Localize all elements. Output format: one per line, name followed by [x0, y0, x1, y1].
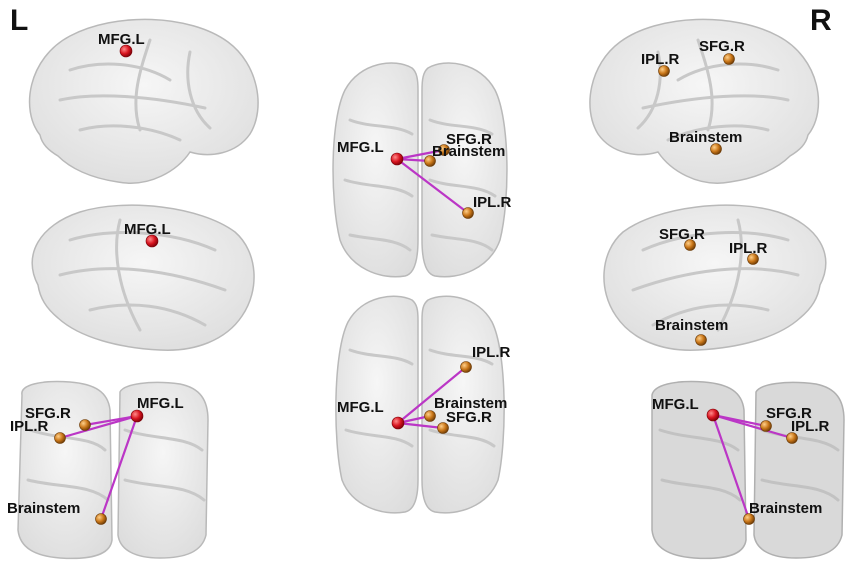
- label-right-lateral-brainstem: Brainstem: [669, 129, 742, 146]
- node-ventral-brainstem: [424, 410, 436, 422]
- label-right-medial-sfg-r: SFG.R: [659, 226, 705, 243]
- node-right-lateral-ipl-r: [658, 65, 670, 77]
- label-left-lateral-mfg-l: MFG.L: [98, 31, 145, 48]
- right-hemisphere-label: R: [810, 4, 832, 37]
- label-posterior-right-ipl-r: IPL.R: [791, 418, 830, 435]
- node-dorsal-sfg-r: [438, 144, 450, 156]
- edge-posterior-right-mfg-l-ipl-r: [711, 413, 794, 440]
- edge-dorsal-mfg-l-ipl-r: [395, 157, 470, 215]
- node-right-medial-sfg-r: [684, 239, 696, 251]
- label-right-medial-brainstem: Brainstem: [655, 317, 728, 334]
- brain-dorsal: [332, 62, 508, 278]
- label-posterior-right-sfg-r: SFG.R: [766, 405, 812, 422]
- node-posterior-left-sfg-r: [79, 419, 91, 431]
- label-right-medial-ipl-r: IPL.R: [729, 240, 768, 257]
- label-left-medial-mfg-l: MFG.L: [124, 221, 171, 238]
- label-ventral-brainstem: Brainstem: [434, 395, 507, 412]
- node-right-medial-ipl-r: [747, 253, 759, 265]
- label-ventral-ipl-r: IPL.R: [472, 344, 511, 361]
- brain-ventral: [335, 295, 505, 514]
- node-posterior-right-ipl-r: [786, 432, 798, 444]
- node-posterior-right-mfg-l: [706, 408, 720, 422]
- node-posterior-left-ipl-r: [54, 432, 66, 444]
- brain-posterior-right: [651, 380, 845, 560]
- node-dorsal-ipl-r: [462, 207, 474, 219]
- label-dorsal-mfg-l: MFG.L: [337, 139, 384, 156]
- label-dorsal-brainstem: Brainstem: [432, 143, 505, 160]
- label-ventral-sfg-r: SFG.R: [446, 409, 492, 426]
- node-right-lateral-brainstem: [710, 143, 722, 155]
- nodes-layer: [54, 44, 798, 525]
- brain-left-lateral: [28, 18, 259, 184]
- brain-right-medial: [603, 204, 827, 351]
- label-dorsal-sfg-r: SFG.R: [446, 131, 492, 148]
- node-left-lateral-mfg-l: [119, 44, 133, 58]
- edge-posterior-left-mfg-l-ipl-r: [58, 414, 139, 440]
- label-posterior-left-brainstem: Brainstem: [7, 500, 80, 517]
- label-posterior-right-brainstem: Brainstem: [749, 500, 822, 517]
- label-dorsal-ipl-r: IPL.R: [473, 194, 512, 211]
- edge-ventral-mfg-l-ipl-r: [396, 365, 468, 425]
- edge-posterior-right-mfg-l-brainstem: [711, 413, 751, 521]
- node-ventral-ipl-r: [460, 361, 472, 373]
- node-posterior-left-mfg-l: [130, 409, 144, 423]
- edge-posterior-left-mfg-l-brainstem: [99, 414, 139, 521]
- brain-left-medial: [31, 204, 255, 351]
- edge-dorsal-mfg-l-sfg-r: [395, 148, 446, 161]
- node-left-medial-mfg-l: [145, 234, 159, 248]
- label-right-lateral-ipl-r: IPL.R: [641, 51, 680, 68]
- edge-ventral-mfg-l-sfg-r: [396, 421, 445, 430]
- label-posterior-left-mfg-l: MFG.L: [137, 395, 184, 412]
- label-ventral-mfg-l: MFG.L: [337, 399, 384, 416]
- node-posterior-right-sfg-r: [760, 420, 772, 432]
- label-posterior-left-sfg-r: SFG.R: [25, 405, 71, 422]
- node-posterior-left-brainstem: [95, 513, 107, 525]
- node-right-lateral-sfg-r: [723, 53, 735, 65]
- label-posterior-left-ipl-r: IPL.R: [10, 418, 49, 435]
- node-dorsal-mfg-l: [390, 152, 404, 166]
- left-hemisphere-label: L: [10, 4, 29, 37]
- node-ventral-sfg-r: [437, 422, 449, 434]
- node-posterior-right-brainstem: [743, 513, 755, 525]
- node-right-medial-brainstem: [695, 334, 707, 346]
- node-dorsal-brainstem: [424, 155, 436, 167]
- node-ventral-mfg-l: [391, 416, 405, 430]
- label-posterior-right-mfg-l: MFG.L: [652, 396, 699, 413]
- label-right-lateral-sfg-r: SFG.R: [699, 38, 745, 55]
